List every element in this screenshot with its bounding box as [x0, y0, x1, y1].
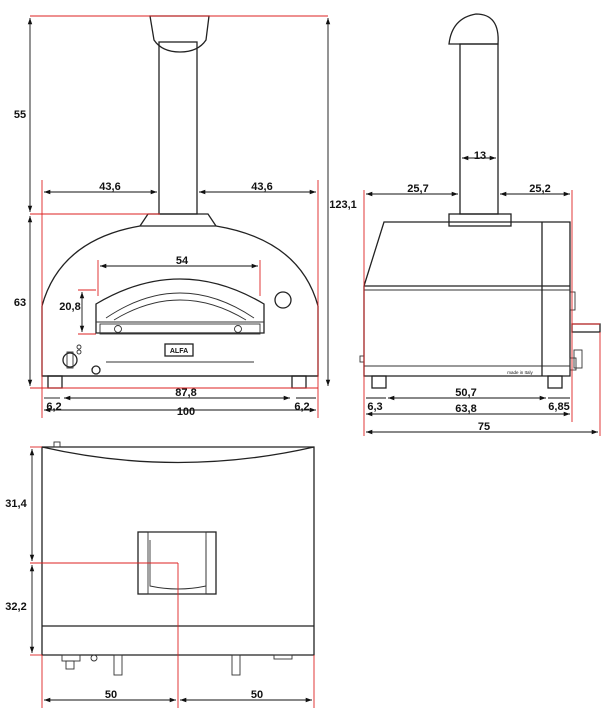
dim-front-mouth-width: 54	[176, 255, 189, 267]
top-gas-valve	[61, 654, 81, 662]
dim-front-total-width: 100	[177, 406, 195, 418]
side-body	[363, 221, 571, 377]
brand-logo	[164, 343, 194, 357]
dim-front-inner-width: 87,8	[175, 387, 196, 399]
dim-front-flue-left: 43,6	[99, 181, 120, 193]
top-back-curve	[41, 446, 315, 464]
top-handle-right	[231, 654, 241, 676]
side-chimney-pipe	[459, 43, 499, 215]
gas-knob	[62, 352, 78, 368]
side-view: made in Italy 13 25,7 25,2 50,7 63,8 75 …	[359, 13, 601, 436]
ignition-button	[91, 365, 101, 375]
brand-logo-text: ALFA	[170, 348, 188, 355]
side-foot-left	[371, 375, 387, 389]
dim-side-body-depth: 63,8	[455, 403, 476, 415]
dim-top-width-right: 50	[251, 689, 263, 701]
gas-connector	[571, 323, 601, 333]
side-chimney-collar	[448, 213, 512, 227]
top-view: 31,4 32,2 50 50	[5, 441, 315, 708]
oven-body	[41, 306, 319, 377]
dim-side-foot-left: 6,3	[367, 401, 382, 413]
dim-side-top-right: 25,2	[529, 183, 550, 195]
dim-front-flue-right: 43,6	[251, 181, 272, 193]
front-view: ALFA 55 63 123,1 43,6 43,6 54 20,8 87,8	[14, 15, 357, 418]
chimney-cap	[149, 15, 210, 53]
dim-side-total-depth: 75	[478, 421, 490, 433]
chimney-collar	[139, 213, 217, 227]
dim-side-foot-right: 6,85	[548, 401, 569, 413]
mouth-screw-left	[114, 325, 122, 333]
dim-front-height-top: 55	[14, 109, 26, 121]
front-foot-right	[291, 375, 307, 389]
side-foot-right	[547, 375, 563, 389]
dim-top-depth-back: 31,4	[5, 498, 27, 510]
thermometer-dial	[274, 291, 292, 309]
dim-front-foot-left: 6,2	[46, 401, 61, 413]
dim-side-inner-depth: 50,7	[455, 387, 476, 399]
side-chimney-cap	[448, 13, 499, 45]
dim-front-mouth-height: 20,8	[59, 301, 80, 313]
dim-side-flue-diameter: 13	[474, 150, 486, 162]
oven-mouth	[95, 278, 265, 334]
dim-front-total-height: 123,1	[329, 199, 357, 211]
made-in-italy-label: made in Italy	[507, 370, 533, 375]
dim-top-depth-front: 32,2	[5, 601, 26, 613]
dim-front-foot-right: 6,2	[294, 401, 309, 413]
dim-front-height-bottom: 63	[14, 297, 26, 309]
chimney-pipe	[158, 41, 198, 215]
oven-dome	[41, 225, 319, 307]
top-handle-left	[113, 654, 123, 676]
mouth-screw-right	[234, 325, 242, 333]
front-foot-left	[47, 375, 63, 389]
dim-side-top-left: 25,7	[407, 183, 428, 195]
dim-top-width-left: 50	[105, 689, 117, 701]
